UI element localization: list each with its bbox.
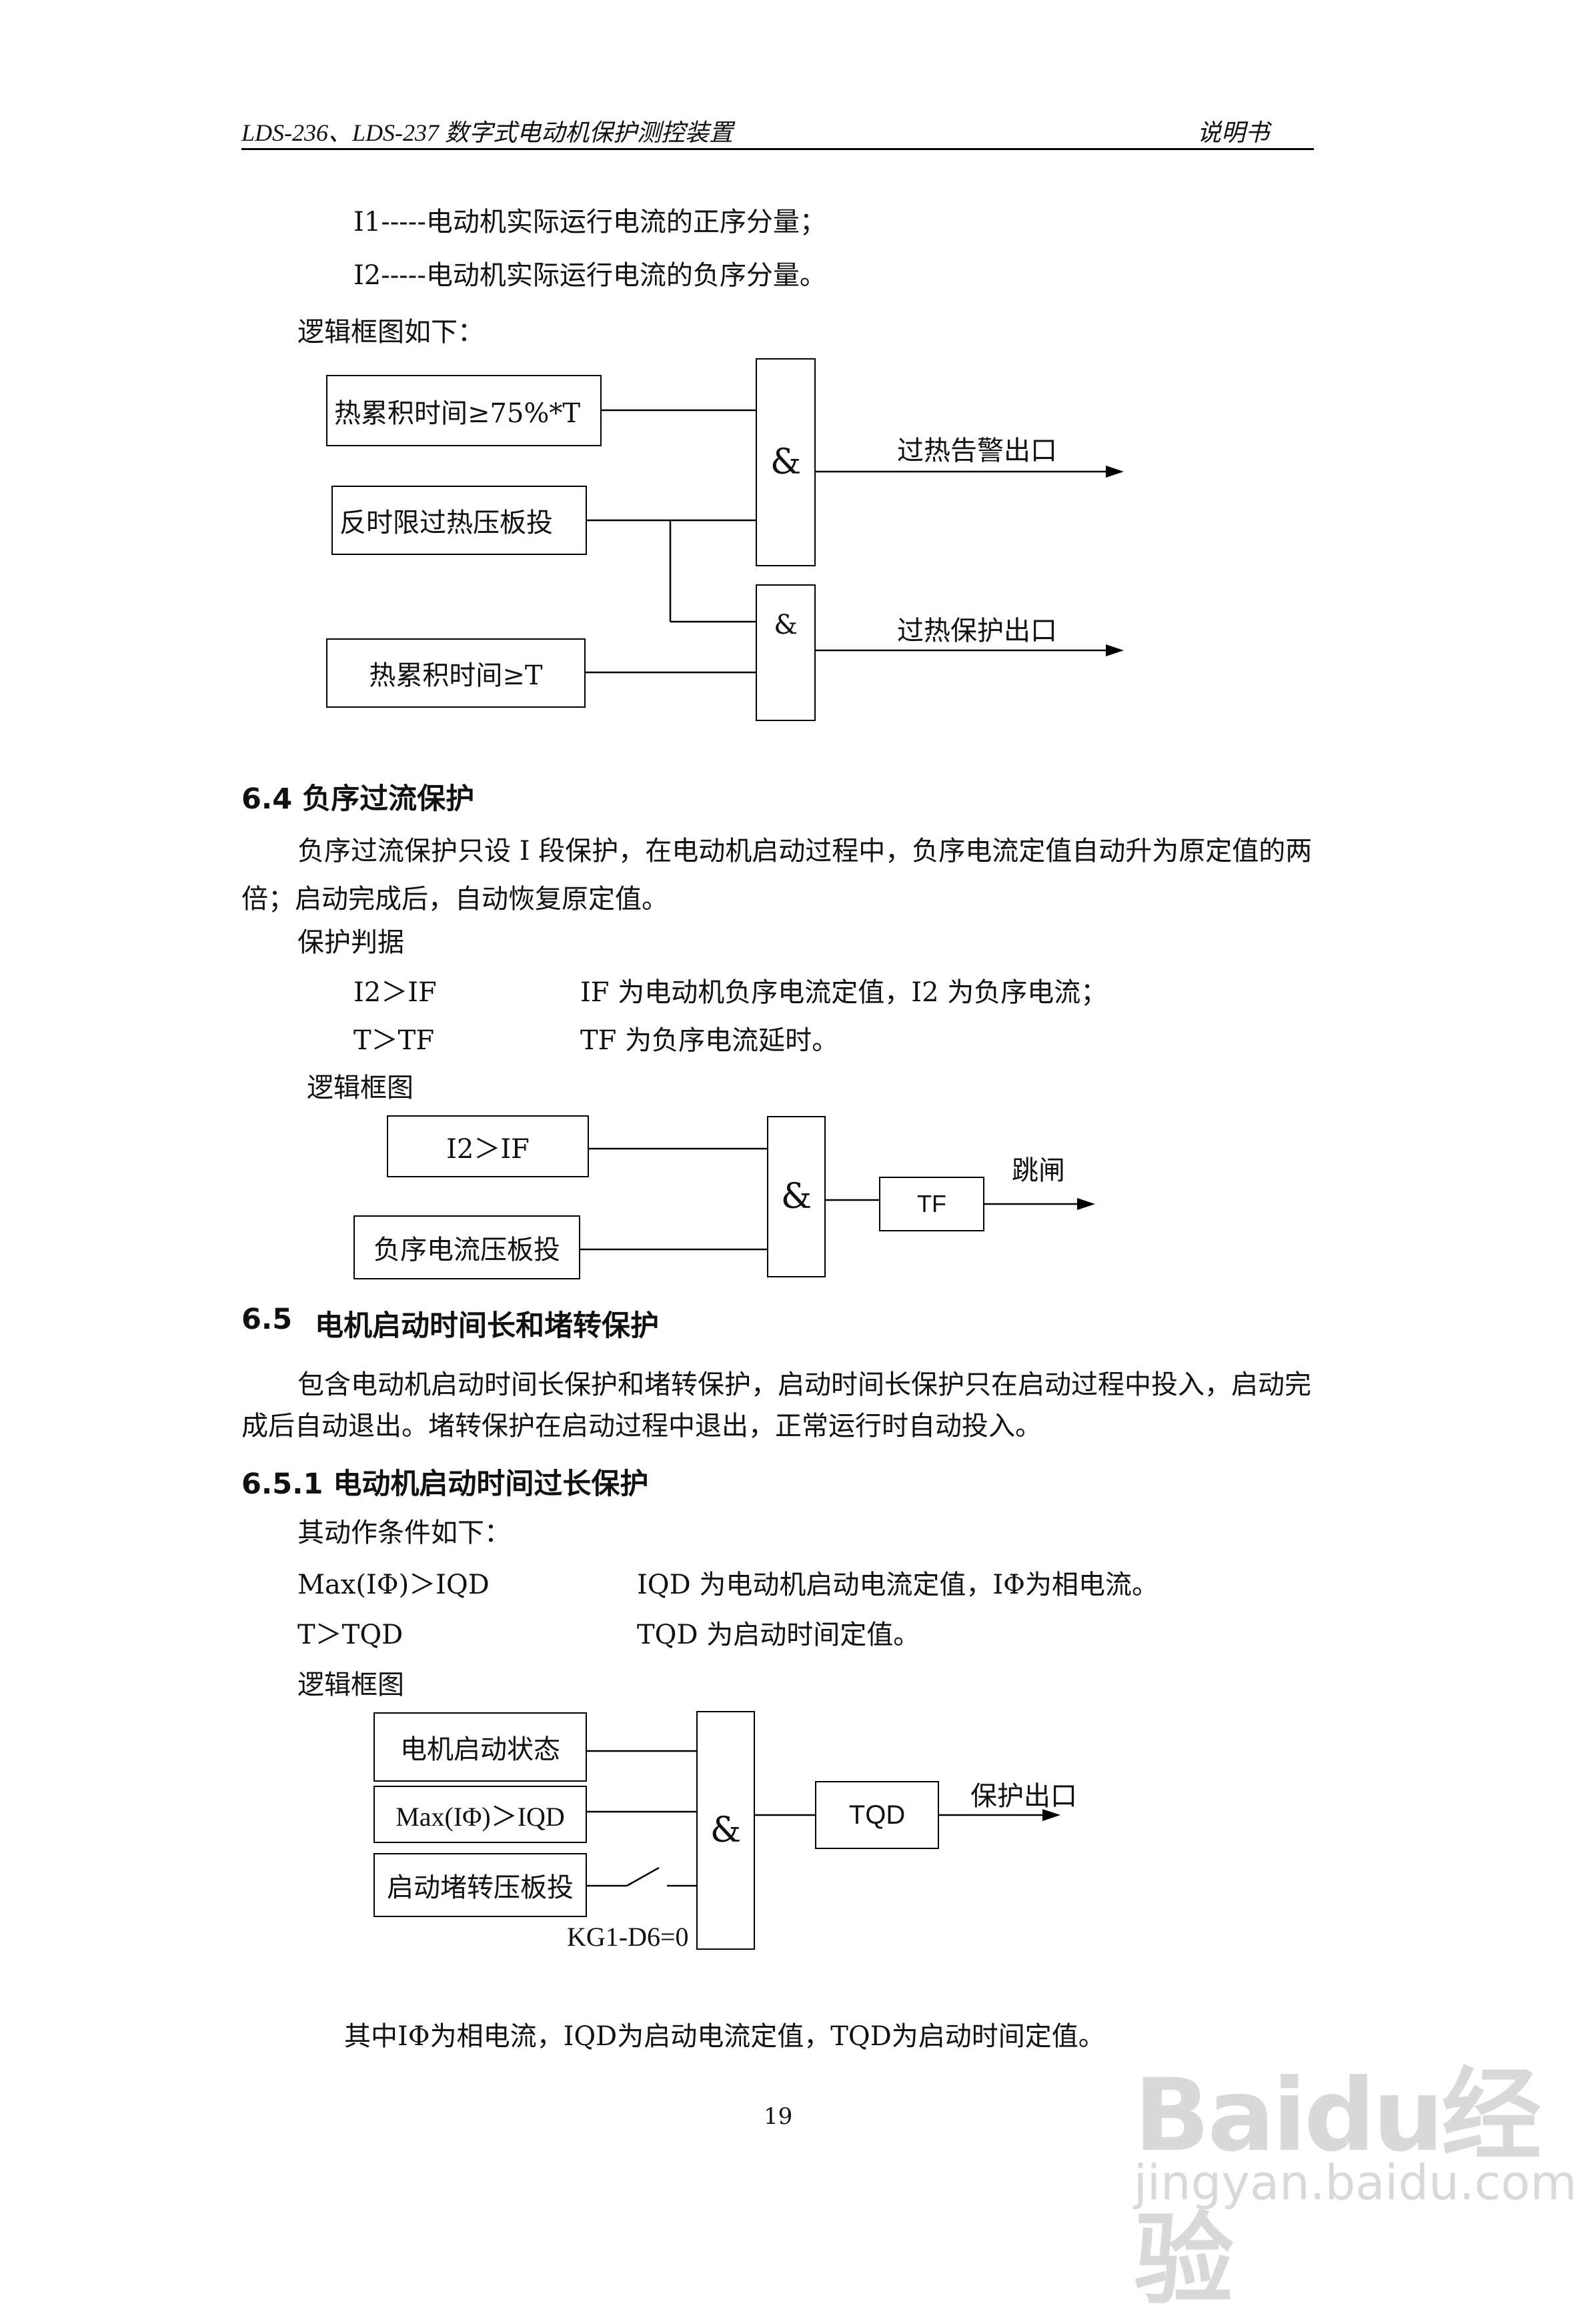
heading-6-5-text: 电机启动时间长和堵转保护 — [315, 1309, 659, 1343]
para-6-4-line-1: 负序过流保护只设 I 段保护，在电动机启动过程中，负序电流定值自动升为原定值的两 — [297, 836, 1313, 866]
criteria-cond-2: T＞TF — [353, 1025, 435, 1056]
condition-desc-2: TQD 为启动时间定值。 — [637, 1620, 920, 1650]
output-overheat-protect: 过热保护出口 — [897, 616, 1057, 646]
condition-desc-1: IQD 为电动机启动电流定值，IΦ为相电流。 — [637, 1570, 1158, 1600]
condition-cond-2: T＞TQD — [297, 1620, 404, 1650]
footnote: 其中IΦ为相电流，IQD为启动电流定值，TQD为启动时间定值。 — [344, 2021, 1105, 2052]
and-gate-start: & — [696, 1711, 755, 1950]
input-start-stall-plate: 启动堵转压板投 — [373, 1853, 587, 1917]
and-gate-negative-seq: & — [767, 1116, 826, 1277]
criteria-desc-2: TF 为负序电流延时。 — [580, 1025, 839, 1056]
page-number: 19 — [764, 2103, 793, 2130]
criteria-cond-1: I2＞IF — [353, 977, 437, 1008]
timer-tqd: TQD — [815, 1781, 939, 1849]
para-6-5-line-1: 包含电动机启动时间长保护和堵转保护，启动时间长保护只在启动过程中投入，启动完 — [297, 1369, 1311, 1400]
diagram-wires — [580, 409, 1124, 1887]
input-i2-gt-if: I2＞IF — [387, 1115, 589, 1177]
para-6-5-line-2: 成后自动退出。堵转保护在启动过程中退出，正常运行时自动投入。 — [241, 1411, 1042, 1441]
criteria-desc-1: IF 为电动机负序电流定值，I2 为负序电流； — [580, 977, 1108, 1008]
input-inverse-overheat-plate: 反时限过热压板投 — [331, 486, 587, 555]
heading-6-4: 6.4 负序过流保护 — [241, 782, 475, 816]
criteria-label: 保护判据 — [297, 927, 404, 958]
timer-tf: TF — [879, 1177, 984, 1231]
input-max-phase-current: Max(IΦ)＞IQD — [373, 1786, 587, 1843]
conditions-label: 其动作条件如下： — [297, 1518, 511, 1548]
para-6-4-line-2: 倍；启动完成后，自动恢复原定值。 — [241, 884, 668, 915]
and-gate-protect: & — [756, 584, 816, 721]
heading-6-5-num: 6.5 — [241, 1303, 293, 1336]
logic-label-1: 逻辑框图如下： — [297, 317, 484, 348]
condition-cond-1: Max(IΦ)＞IQD — [297, 1570, 490, 1600]
intro-line-2: I2-----电动机实际运行电流的负序分量。 — [353, 260, 826, 291]
logic-label-2: 逻辑框图 — [307, 1073, 414, 1103]
header-rule — [241, 148, 1314, 150]
input-negative-seq-plate: 负序电流压板投 — [353, 1215, 580, 1279]
intro-line-1: I1-----电动机实际运行电流的正序分量； — [353, 207, 826, 237]
watermark-url: jingyan.baidu.com — [1134, 2155, 1577, 2211]
output-trip: 跳闸 — [1012, 1155, 1065, 1186]
and-gate-alarm: & — [756, 358, 816, 566]
document-header-title: LDS-236、LDS-237 数字式电动机保护测控装置 — [241, 119, 734, 146]
input-heat-accum-75: 热累积时间≥75%*T — [326, 375, 602, 446]
switch-label: KG1-D6=0 — [567, 1922, 689, 1952]
output-overheat-alarm: 过热告警出口 — [897, 436, 1057, 466]
input-motor-start-state: 电机启动状态 — [373, 1712, 587, 1782]
output-protection: 保护出口 — [970, 1781, 1077, 1812]
logic-label-3: 逻辑框图 — [297, 1670, 404, 1700]
heading-6-5-1: 6.5.1 电动机启动时间过长保护 — [241, 1468, 649, 1501]
document-header-right: 说明书 — [1197, 119, 1270, 146]
input-heat-accum-t: 热累积时间≥T — [326, 638, 586, 708]
